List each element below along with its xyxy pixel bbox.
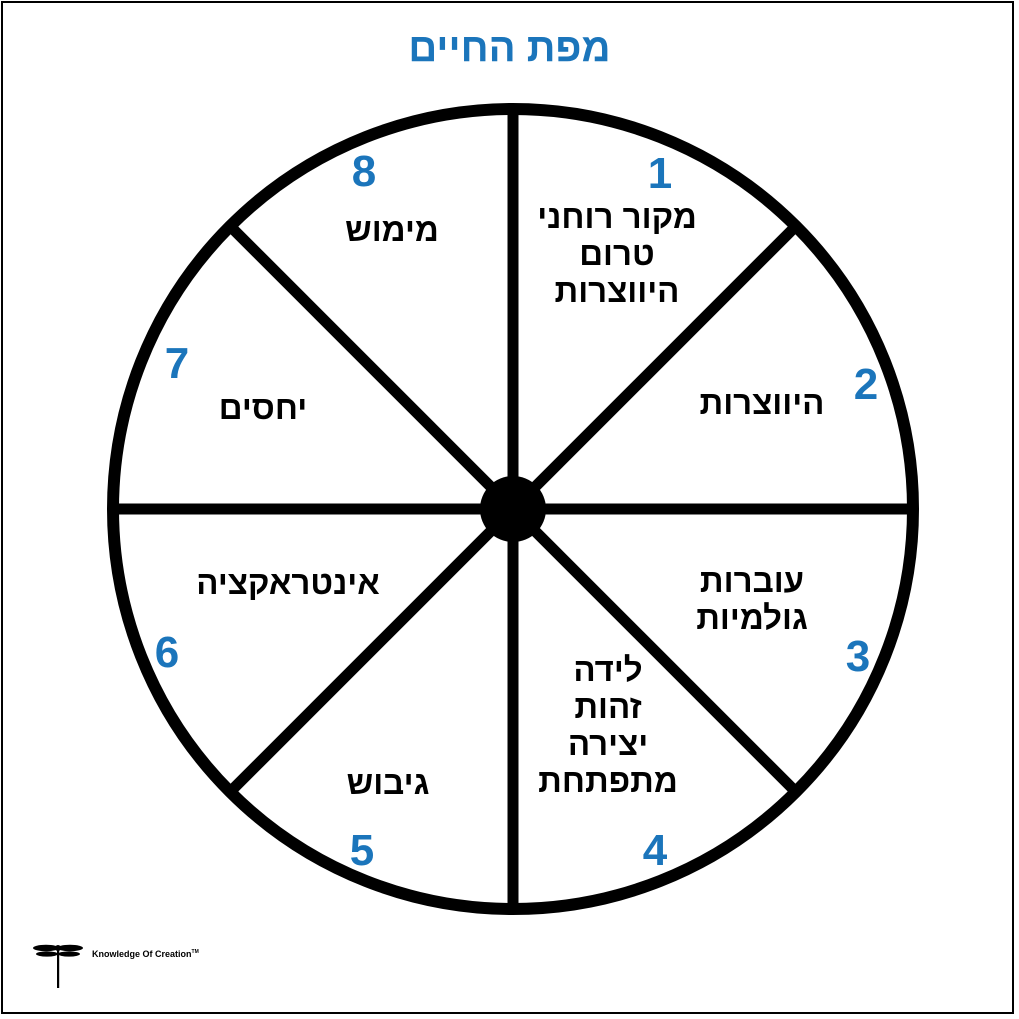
trademark-mark: TM xyxy=(191,949,199,955)
segment-6-label: אינטראקציה xyxy=(196,564,380,601)
segment-4-number: 4 xyxy=(642,826,668,875)
divider-diagonal-sw xyxy=(226,505,517,796)
divider-diagonal-se xyxy=(509,505,800,796)
page-title: מפת החיים xyxy=(408,26,611,70)
segment-8-number: 8 xyxy=(351,147,377,196)
segment-5-number: 5 xyxy=(349,826,375,875)
wheel-hub xyxy=(480,476,546,542)
segment-8-label: מימוש xyxy=(345,211,439,248)
segment-2-number: 2 xyxy=(853,360,879,409)
segment-2-label: היווצרות xyxy=(699,384,825,421)
segment-1-label: מקור רוחני טרום היווצרות xyxy=(537,198,697,309)
segment-3-label: עוברות גולמיות xyxy=(696,562,808,636)
segment-7-label: יחסים xyxy=(218,389,308,426)
segment-6-number: 6 xyxy=(154,628,180,677)
brand-name: Knowledge Of CreationTM xyxy=(92,949,199,959)
segment-7-number: 7 xyxy=(164,339,190,388)
segment-3-number: 3 xyxy=(845,632,871,681)
dragonfly-icon xyxy=(33,944,83,988)
divider-diagonal-nw xyxy=(226,222,517,513)
segment-4-label: לידה זהות יצירה מתפתחת xyxy=(538,651,678,799)
segment-1-number: 1 xyxy=(647,149,673,198)
segment-5-label: גיבוש xyxy=(346,764,430,801)
divider-diagonal-ne xyxy=(509,222,800,513)
